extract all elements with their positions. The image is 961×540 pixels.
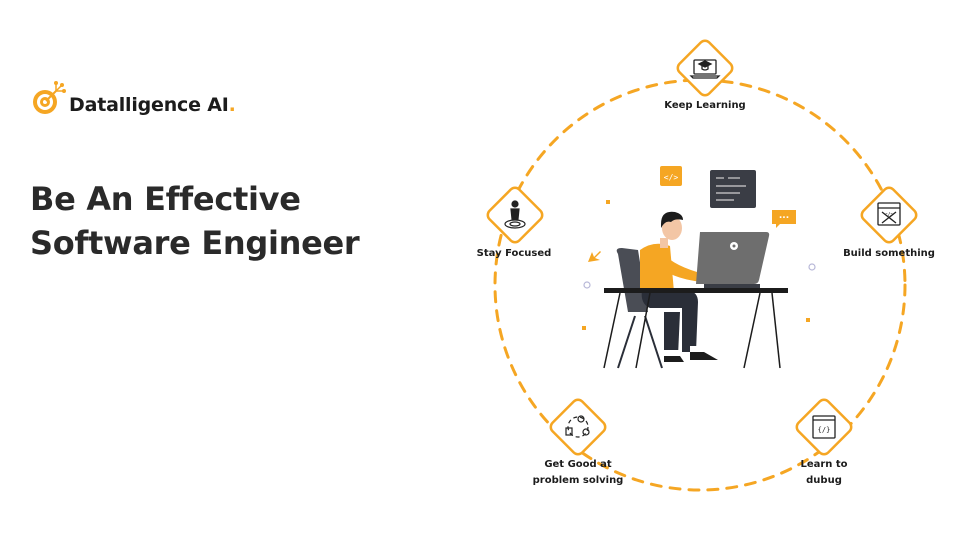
- node-label-learn-to-debug: Learn to dubug: [800, 459, 848, 486]
- developer-illustration: </> ...: [588, 166, 796, 369]
- code-tag-badge: [660, 166, 682, 186]
- deco-square: [806, 318, 810, 322]
- desk-leg: [635, 292, 651, 369]
- shoe: [690, 352, 718, 360]
- deco-circle: [583, 281, 591, 289]
- brand-dot: .: [228, 94, 236, 116]
- chat-bubble: [772, 210, 796, 228]
- pants: [641, 290, 698, 352]
- brand-logo: Datalligence AI.: [30, 78, 290, 118]
- desk-leg: [743, 292, 761, 369]
- cycle-ring: [493, 78, 907, 492]
- node-learn-to-debug: {/}: [795, 398, 853, 456]
- deco-circle: [808, 263, 816, 271]
- svg-text:</>: </>: [884, 212, 893, 218]
- cursor-arrow-icon: [588, 251, 601, 262]
- monitor-stand: [704, 284, 760, 288]
- chair-leg: [617, 315, 636, 369]
- code-tools-icon: </>: [877, 202, 901, 226]
- deco-square: [606, 200, 610, 204]
- target-logo-icon: [33, 81, 66, 114]
- node-build-something: </>: [860, 186, 918, 244]
- hair: [661, 211, 683, 228]
- monitor: [696, 232, 770, 284]
- code-tag-text: </>: [664, 173, 679, 182]
- chair-leg: [644, 315, 663, 369]
- page-title: Be An Effective Software Engineer: [30, 177, 360, 265]
- code-window-icon: {/}: [812, 415, 836, 439]
- svg-text:{/}: {/}: [818, 426, 831, 434]
- node-label-build-something: Build something: [843, 248, 935, 259]
- title-line-1: Be An Effective: [30, 180, 301, 218]
- node-label-keep-learning: Keep Learning: [664, 100, 746, 111]
- graduation-laptop-icon: [689, 59, 721, 79]
- arm: [658, 254, 704, 282]
- chat-dots-text: ...: [779, 211, 789, 221]
- node-stay-focused: [486, 186, 544, 244]
- title-line-2: Software Engineer: [30, 224, 360, 262]
- code-panel: [710, 170, 756, 208]
- node-problem-solving: [549, 398, 607, 456]
- person-target-icon: [504, 200, 526, 229]
- node-label-problem-solving: Get Good at problem solving: [532, 459, 624, 486]
- deco-square: [582, 326, 586, 330]
- node-keep-learning: [676, 39, 734, 97]
- desk-leg: [603, 292, 621, 369]
- brand-name: Datalligence AI.: [69, 94, 236, 116]
- desk-leg: [771, 292, 781, 369]
- desk-top: [604, 288, 788, 293]
- gear-bulb-cycle-icon: [565, 415, 590, 438]
- head: [662, 216, 682, 240]
- node-label-stay-focused: Stay Focused: [476, 248, 552, 259]
- shoe: [664, 356, 684, 362]
